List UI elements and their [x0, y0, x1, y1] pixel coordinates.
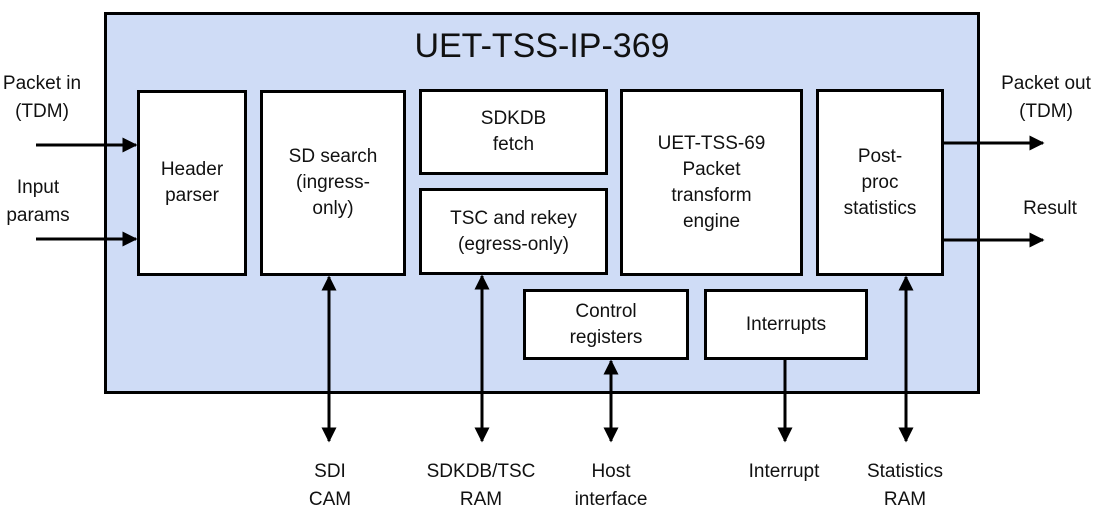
statistics-ram-label: Statistics RAM [866, 461, 944, 510]
post-proc-statistics-block: Post- proc statistics [816, 89, 944, 276]
packet-in-label: Packet in (TDM) [2, 73, 82, 122]
host-interface-label: Host interface [574, 461, 648, 510]
sd-search-block: SD search (ingress- only) [260, 90, 406, 276]
interrupts-block: Interrupts [704, 289, 868, 360]
sdkdb-tsc-ram-label: SDKDB/TSC RAM [426, 461, 536, 510]
sdkdb-fetch-block: SDKDB fetch [419, 89, 608, 175]
diagram-title: UET-TSS-IP-369 [414, 27, 670, 65]
packet-out-label: Packet out (TDM) [1001, 73, 1091, 122]
control-registers-block: Control registers [523, 289, 689, 360]
transform-engine-block: UET-TSS-69 Packet transform engine [620, 89, 803, 276]
result-label: Result [1023, 198, 1077, 219]
tsc-rekey-block: TSC and rekey (egress-only) [419, 188, 608, 275]
sdi-cam-label: SDI CAM [308, 461, 352, 510]
interrupt-label: Interrupt [748, 461, 820, 482]
header-parser-block: Header parser [137, 90, 247, 276]
input-params-label: Input params [6, 177, 70, 226]
